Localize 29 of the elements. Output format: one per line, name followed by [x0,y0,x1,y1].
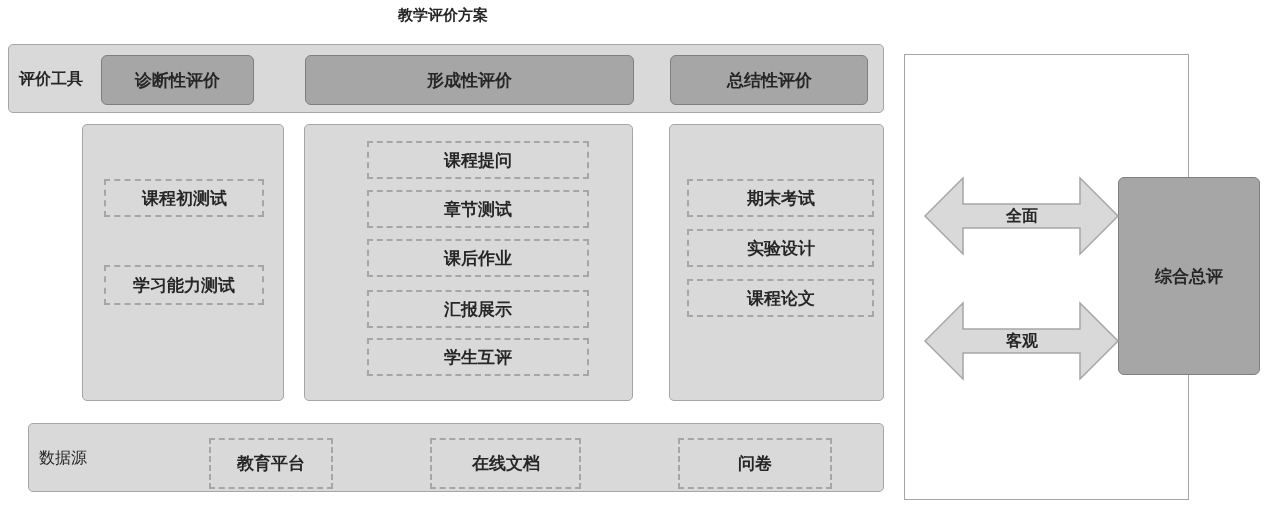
edge-label: 全面 [1003,206,1040,226]
item-box: 汇报展示 [367,290,589,328]
item-box: 课程论文 [687,279,874,317]
item-box: 课程初测试 [104,179,264,217]
category-box: 总结性评价 [670,55,868,105]
item-box: 学习能力测试 [104,265,264,305]
item-box: 期末考试 [687,179,874,217]
edge-label: 客观 [1003,331,1040,351]
category-box: 形成性评价 [305,55,634,105]
group-band [8,44,884,113]
item-box: 问卷 [678,438,832,489]
item-box: 学生互评 [367,338,589,376]
category-box: 综合总评 [1118,177,1260,375]
item-box: 章节测试 [367,190,589,228]
group-band [28,423,884,492]
category-box: 诊断性评价 [101,55,254,105]
item-box: 在线文档 [430,438,581,489]
double-arrow [923,176,1120,256]
band-label: 评价工具 [19,68,83,89]
band-label: 数据源 [39,447,87,468]
double-arrow [923,301,1120,381]
item-box: 教育平台 [209,438,333,489]
group-panel [304,124,633,401]
item-box: 课程提问 [367,141,589,179]
item-box: 实验设计 [687,229,874,267]
group-panel [669,124,884,401]
diagram-title: 教学评价方案 [398,6,488,25]
group-panel [82,124,284,401]
item-box: 课后作业 [367,239,589,277]
